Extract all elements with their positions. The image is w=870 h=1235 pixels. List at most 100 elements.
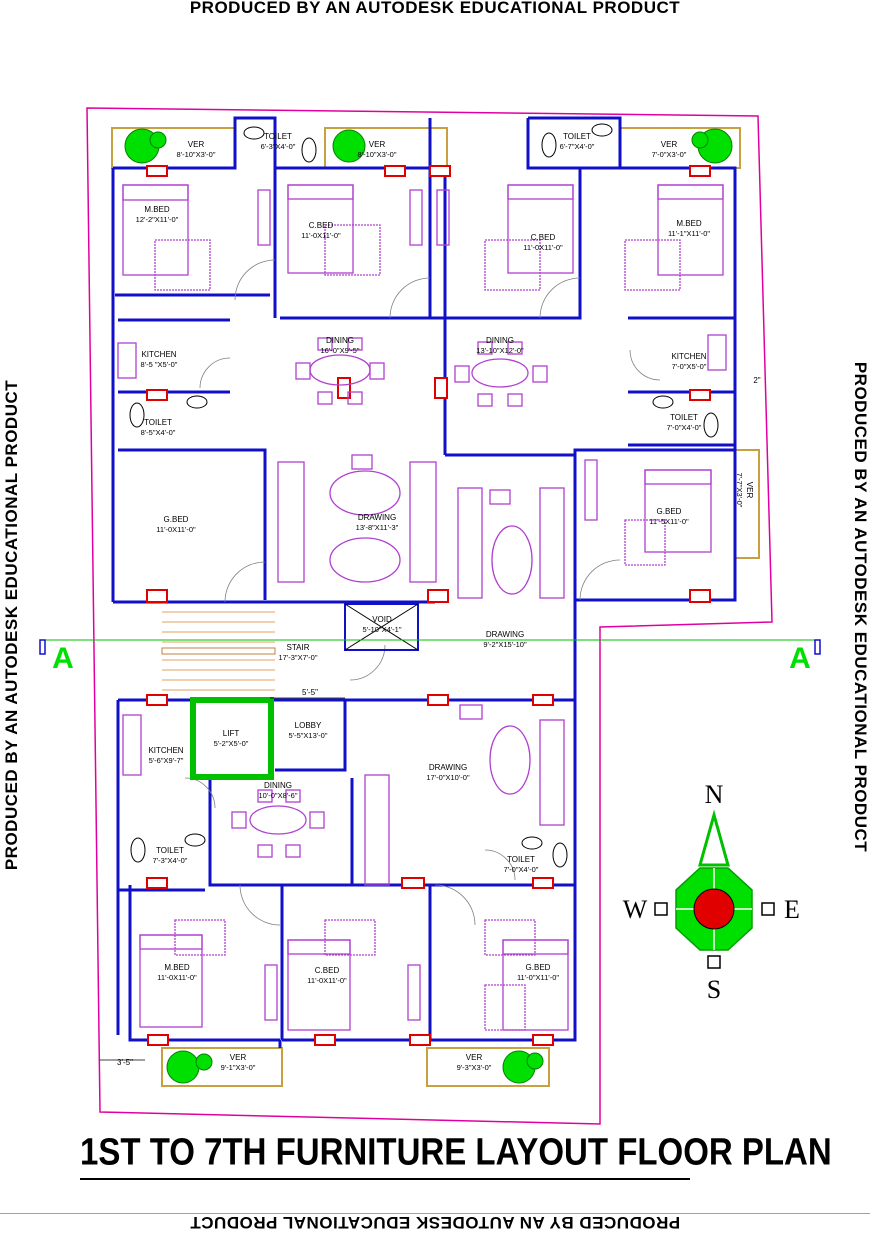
- plot-boundary: [86, 107, 773, 1125]
- room-size: 5'-5"X13'-0": [288, 731, 327, 740]
- room-name: TOILET: [156, 846, 184, 855]
- room-name: DRAWING: [486, 630, 524, 639]
- room-name: VER: [188, 140, 205, 149]
- compass-west-label: W: [623, 895, 648, 924]
- room-name: LOBBY: [295, 721, 322, 730]
- room-name: DINING: [264, 781, 292, 790]
- room-size: 9'-2"X15'-10": [483, 640, 527, 649]
- room-size: 11'-5X11'-0": [649, 517, 689, 526]
- compass-east-label: E: [784, 895, 800, 924]
- room-name: STAIR: [287, 643, 310, 652]
- lift-shaft: [190, 697, 274, 780]
- compass-center: [693, 888, 735, 930]
- plants: [124, 128, 733, 1084]
- room-name: C.BED: [309, 221, 334, 230]
- room-name: KITCHEN: [141, 350, 176, 359]
- section-line: A A: [39, 639, 821, 675]
- room-name: DINING: [326, 336, 354, 345]
- room-size: 8'-10"X3'-0": [357, 150, 396, 159]
- room-name: TOILET: [144, 418, 172, 427]
- room-size: 5'-2"X5'-0": [214, 739, 249, 748]
- room-size: 7'-0"X3'-0": [652, 150, 687, 159]
- watermark-bottom: PRODUCED BY AN AUTODESK EDUCATIONAL PROD…: [189, 1213, 681, 1232]
- room-name: LIFT: [223, 729, 240, 738]
- bottom-divider: [0, 1213, 870, 1214]
- room-name: M.BED: [144, 205, 170, 214]
- door-swings: [184, 259, 661, 926]
- room-name: VER: [745, 482, 754, 499]
- room-size: 10'-0"X8'-6": [258, 791, 297, 800]
- compass-south-label: S: [707, 975, 721, 1004]
- toilet-fixtures: [129, 123, 719, 868]
- room-name: DRAWING: [358, 513, 396, 522]
- dim-lobby-width: 5'-5": [302, 688, 318, 697]
- dimension-labels: 5'-5" 3'-5" 2": [100, 376, 761, 1067]
- room-name: KITCHEN: [671, 352, 706, 361]
- section-marker-left: A: [52, 642, 74, 675]
- room-size: 11'-0X11'-0": [157, 973, 197, 982]
- room-name: G.BED: [657, 507, 682, 516]
- room-size: 11'-0"X11'-0": [517, 973, 559, 982]
- title-underline: [80, 1178, 690, 1180]
- section-marker-right: A: [789, 642, 811, 675]
- room-name: VER: [661, 140, 678, 149]
- room-size: 7'-0"X4'-0": [504, 865, 539, 874]
- room-name: M.BED: [164, 963, 190, 972]
- compass-needle-north: [698, 809, 730, 867]
- room-size: 7'-0"X4'-0": [667, 423, 702, 432]
- room-size: 9'-3"X3'-0": [457, 1063, 492, 1072]
- verandahs: [111, 127, 760, 1087]
- room-name: VER: [466, 1053, 483, 1062]
- void-shaft: [344, 603, 419, 651]
- compass-north-label: N: [705, 780, 724, 809]
- room-size: 11'-0X11'-0": [301, 231, 341, 240]
- room-size: 6'-7"X4'-0": [560, 142, 595, 151]
- room-size: 7'-0"X5'-0": [672, 362, 707, 371]
- dim-right-offset: 2": [753, 376, 760, 385]
- room-size: 17'-3"X7'-0": [278, 653, 317, 662]
- room-name: C.BED: [315, 966, 340, 975]
- room-name: G.BED: [164, 515, 189, 524]
- windows: [146, 165, 711, 1046]
- room-name: VOID: [372, 615, 392, 624]
- room-size: 11'-0X11'-0": [523, 243, 563, 252]
- room-name: TOILET: [264, 132, 292, 141]
- room-size: 7'-3"X4'-0": [153, 856, 188, 865]
- room-size: 11'-0X11'-0": [156, 525, 196, 534]
- room-name: TOILET: [507, 855, 535, 864]
- room-name: KITCHEN: [148, 746, 183, 755]
- room-size: 8'-5 "X5'-0": [141, 360, 178, 369]
- room-size: 11'-1"X11'-0": [668, 229, 710, 238]
- room-size: 7'-7"X3'-0": [735, 473, 744, 508]
- room-name: TOILET: [670, 413, 698, 422]
- room-size: 5'-6"X9'-7": [149, 756, 184, 765]
- room-name: DRAWING: [429, 763, 467, 772]
- room-name: VER: [230, 1053, 247, 1062]
- furniture: [122, 184, 724, 1031]
